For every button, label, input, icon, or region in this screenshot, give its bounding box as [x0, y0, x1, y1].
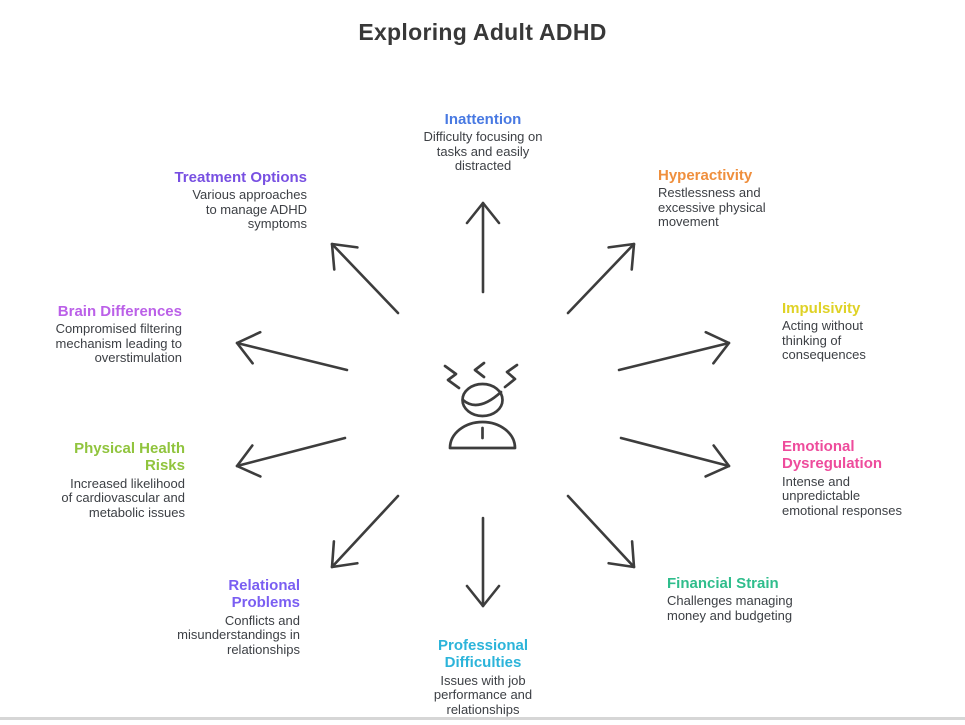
arrow-left-up: [235, 330, 349, 372]
radial-arrows: [235, 201, 731, 608]
node-impulsivity-title: Impulsivity: [782, 300, 861, 317]
arrow-up-right: [566, 242, 636, 315]
arrow-right-up: [617, 330, 731, 372]
node-relational-problems-description: Conflicts and misunderstandings in relat…: [177, 612, 300, 657]
node-financial-strain: Financial Strain Challenges managing mon…: [667, 575, 827, 623]
node-relational-problems: Relational Problems Conflicts and misund…: [150, 577, 300, 657]
node-treatment-options-description: Various approaches to manage ADHD sympto…: [192, 187, 307, 232]
node-inattention-title: Inattention: [444, 111, 522, 128]
person-hair-line: [461, 390, 503, 407]
node-physical-health-risks-title: Physical Health Risks: [74, 440, 185, 475]
node-brain-differences-description: Compromised filtering mechanism leading …: [55, 321, 182, 366]
arrow-up-left: [330, 242, 400, 315]
node-physical-health-risks: Physical Health Risks Increased likeliho…: [35, 440, 185, 520]
stressed-person-icon: [443, 361, 519, 450]
person-head: [461, 382, 504, 418]
node-treatment-options: Treatment Options Various approaches to …: [157, 169, 307, 232]
arrow-left-down: [235, 436, 347, 478]
node-emotional-dysregulation-description: Intense and unpredictable emotional resp…: [782, 473, 902, 518]
node-professional-difficulties-description: Issues with job performance and relation…: [433, 672, 533, 717]
arrow-right-down: [619, 436, 731, 478]
node-emotional-dysregulation: Emotional Dysregulation Intense and unpr…: [782, 438, 932, 518]
stress-mark-right: [503, 363, 519, 389]
node-relational-problems-title: Relational Problems: [228, 577, 300, 612]
node-hyperactivity: Hyperactivity Restlessness and excessive…: [658, 167, 818, 230]
node-hyperactivity-description: Restlessness and excessive physical move…: [658, 185, 766, 230]
node-financial-strain-title: Financial Strain: [667, 575, 779, 592]
node-emotional-dysregulation-title: Emotional Dysregulation: [782, 438, 883, 473]
arrow-down-right: [566, 494, 636, 569]
node-financial-strain-description: Challenges managing money and budgeting: [667, 593, 793, 623]
stress-mark-middle: [473, 361, 486, 379]
node-professional-difficulties-title: Professional Difficulties: [437, 637, 529, 672]
node-impulsivity-description: Acting without thinking of consequences: [782, 318, 866, 363]
node-inattention: Inattention Difficulty focusing on tasks…: [398, 111, 568, 174]
node-inattention-description: Difficulty focusing on tasks and easily …: [423, 129, 543, 174]
page-title: Exploring Adult ADHD: [358, 19, 607, 45]
node-professional-difficulties: Professional Difficulties Issues with jo…: [398, 637, 568, 717]
node-physical-health-risks-description: Increased likelihood of cardiovascular a…: [61, 475, 185, 520]
node-brain-differences-title: Brain Differences: [57, 303, 182, 320]
node-brain-differences: Brain Differences Compromised filtering …: [27, 303, 182, 366]
person-body: [448, 420, 517, 450]
bottom-divider: [0, 717, 965, 720]
node-impulsivity: Impulsivity Acting without thinking of c…: [782, 300, 912, 363]
stress-mark-left: [443, 364, 461, 390]
node-treatment-options-title: Treatment Options: [174, 169, 307, 186]
arrow-down-left: [330, 494, 400, 569]
node-hyperactivity-title: Hyperactivity: [658, 167, 753, 184]
